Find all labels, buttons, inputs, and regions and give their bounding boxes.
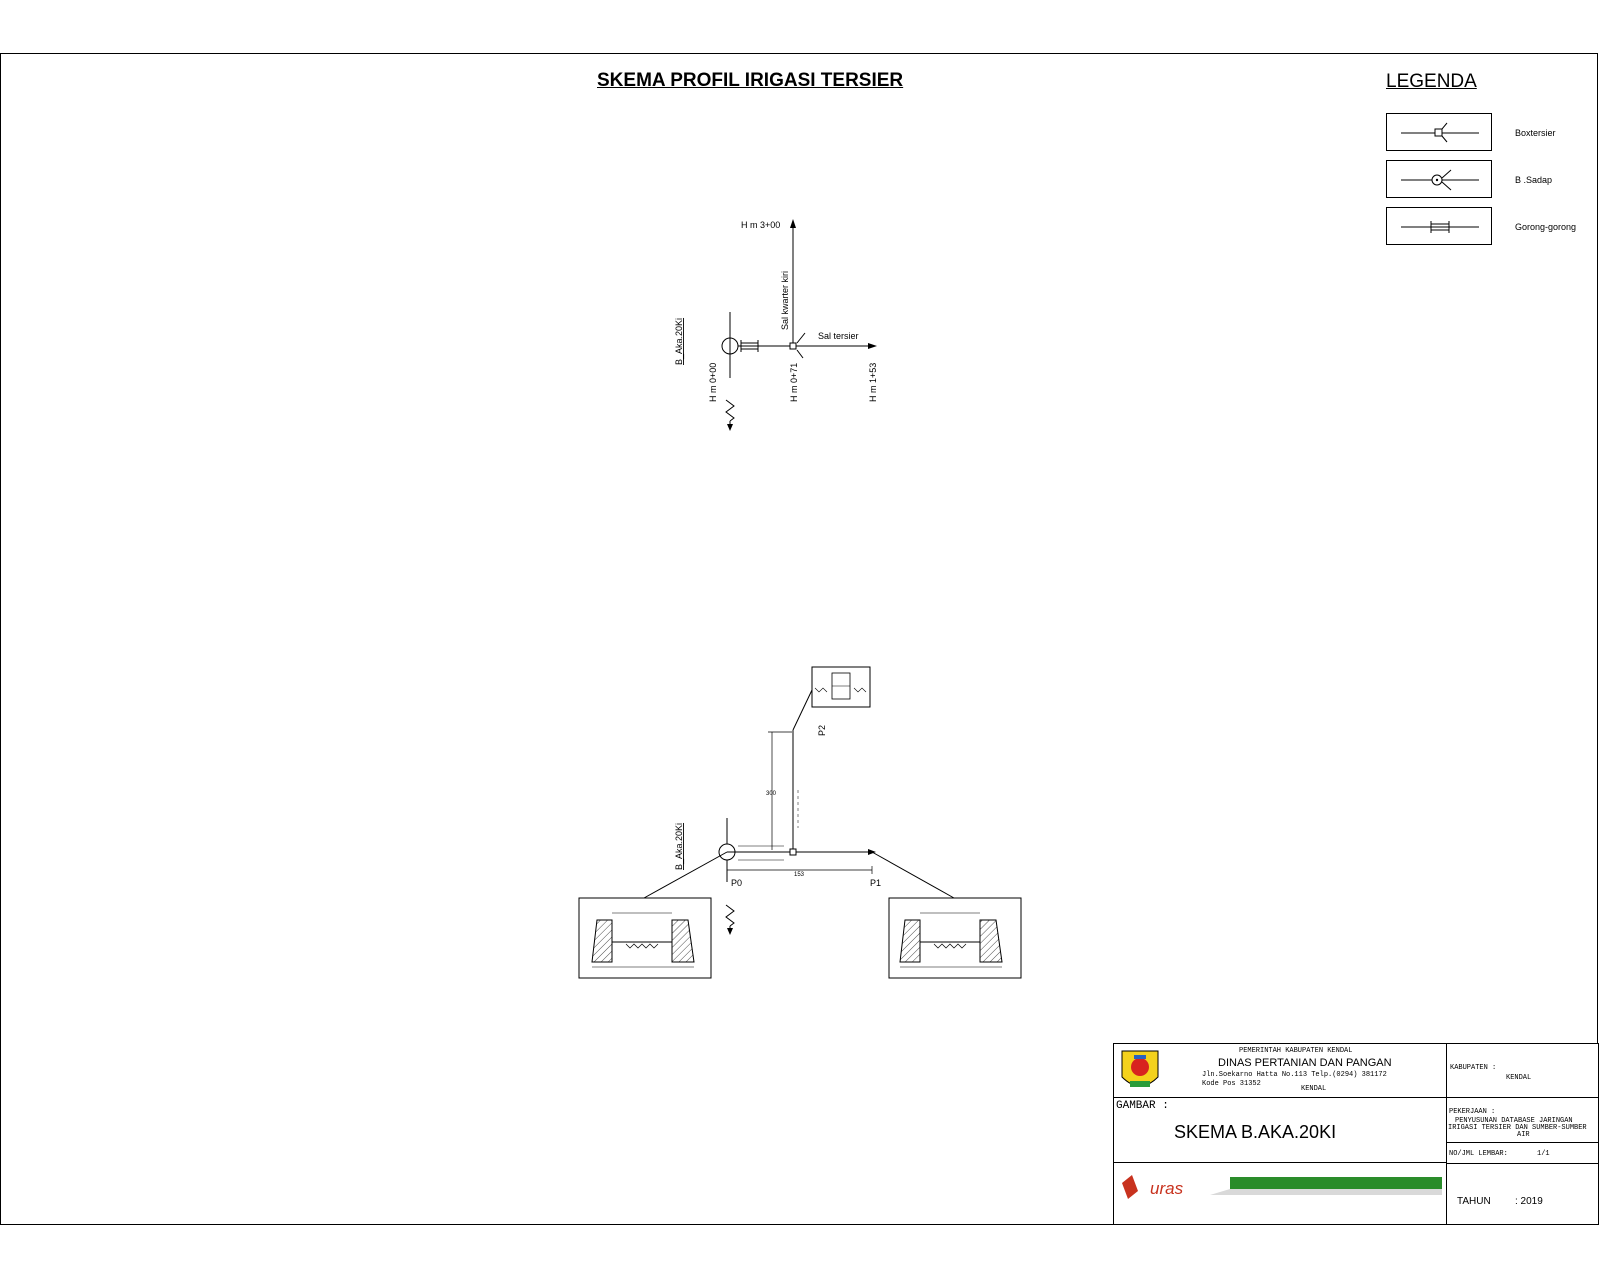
box-tersier-node [789,342,797,350]
tb-pekerjaan-value-1: PENYUSUNAN DATABASE JARINGAN [1455,1117,1573,1125]
box-tersier-symbol-icon [1401,122,1479,143]
tb-lembar-value: 1/1 [1537,1150,1550,1158]
legend-box-gorong [1386,207,1492,245]
tb-city: KENDAL [1301,1085,1327,1093]
culvert-symbol [740,340,759,352]
label-p0: P0 [731,878,742,888]
label-length-horizontal: 153 [794,872,805,878]
title-block-header: PEMERINTAH KABUPATEN KENDAL DINAS PERTAN… [1113,1043,1447,1098]
label-kwarter-kiri: Sal kwarter kiri [780,271,790,330]
tb-kabupaten-value: KENDAL [1506,1074,1532,1082]
tb-kabupaten-label: KABUPATEN : [1450,1064,1497,1072]
label-hm-000: H m 0+00 [708,363,718,402]
label-hm-300: H m 3+00 [741,220,780,230]
drawing-sheet-border [0,53,1598,1225]
legend-label-gorong: Gorong-gorong [1515,222,1577,232]
leader-top-section [792,689,813,731]
drawing-title: SKEMA PROFIL IRIGASI TERSIER [597,70,904,91]
tb-pekerjaan-value-3: AIR [1517,1131,1530,1139]
bangunan-sadap-symbol-icon [1401,169,1479,191]
legend-label-boxtersier: Boxtersier [1515,128,1556,138]
tb-dept: DINAS PERTANIAN DAN PANGAN [1218,1057,1392,1069]
tb-gambar-label: GAMBAR : [1116,1100,1169,1112]
tb-pekerjaan-label: PEKERJAAN : [1449,1108,1496,1116]
label-length-vertical: 300 [766,791,777,797]
tb-tahun-value: : 2019 [1515,1196,1543,1207]
label-hm-071: H m 0+71 [789,363,799,402]
label-p1: P1 [870,878,881,888]
legend-label-bsadap: B .Sadap [1515,175,1553,185]
tb-gov: PEMERINTAH KABUPATEN KENDAL [1239,1047,1353,1055]
label-p2: P2 [817,725,827,736]
title-block-logo: uras [1113,1162,1447,1225]
legend-title: LEGENDA [1386,71,1477,92]
tb-postcode: Kode Pos 31352 [1202,1080,1261,1088]
leader-left-section [643,851,728,899]
faint-annotations [738,790,799,861]
tb-gambar-value: SKEMA B.AKA.20KI [1174,1122,1337,1142]
title-block-pekerjaan: PEKERJAAN : PENYUSUNAN DATABASE JARINGAN… [1446,1097,1599,1143]
profile-box-tersier [789,848,797,856]
tb-address: Jln.Soekarno Hatta No.113 Telp.(0294) 38… [1202,1071,1387,1079]
cross-section-left [578,897,712,979]
tb-lembar-label: NO/JML LEMBAR: [1449,1150,1508,1158]
tb-tahun-label: TAHUN [1457,1196,1491,1207]
kwarter-arrow [790,219,796,228]
consultant-logo-icon [1122,1175,1442,1199]
title-block-lembar: NO/JML LEMBAR: 1/1 [1446,1142,1599,1164]
lower-profile: B_Aka.20Ki P0 P1 P2 300 153 [578,666,1022,979]
cross-section-top [811,666,871,708]
tersier-arrow [868,343,877,349]
label-hm-153: H m 1+53 [868,363,878,402]
tb-logo-text: uras [1150,1179,1184,1198]
cross-section-right [888,897,1022,979]
label-sal-tersier: Sal tersier [818,331,859,341]
profile-flow-direction-icon [725,904,735,935]
title-block-tahun: TAHUN : 2019 [1446,1163,1599,1225]
culvert-symbol-icon [1401,221,1479,233]
flow-direction-icon [725,399,735,431]
title-block-kabupaten: KABUPATEN : KENDAL [1446,1043,1599,1098]
leader-right-section [871,851,955,899]
upper-schema: H m 3+00 Sal kwarter kiri Sal tersier B_… [674,219,878,431]
tb-pekerjaan-value-2: IRIGASI TERSIER DAN SUMBER-SUMBER [1448,1124,1587,1132]
kendal-emblem-icon [1121,1050,1159,1087]
legend-box-boxtersier [1386,113,1492,151]
label-bangunan-upper: B_Aka.20Ki [674,318,684,365]
label-bangunan-lower: B_Aka.20Ki [674,823,684,870]
legend-box-bsadap [1386,160,1492,198]
title-block-gambar: GAMBAR : SKEMA B.AKA.20KI [1113,1097,1447,1163]
